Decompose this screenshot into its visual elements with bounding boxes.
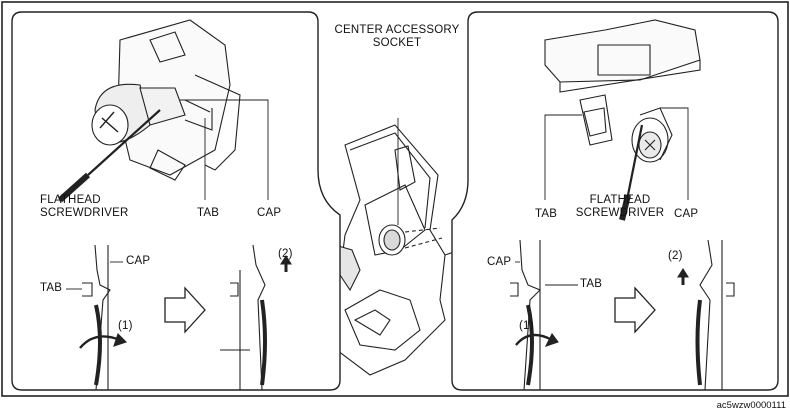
right-detail-cap-label: CAP	[487, 256, 512, 268]
right-flathead-line1: FLATHEAD	[589, 194, 651, 206]
left-socket-illustration	[58, 19, 241, 203]
center-socket-label-line1: CENTER ACCESSORY	[334, 24, 460, 36]
right-socket-illustration	[544, 19, 701, 221]
left-leader-lines	[180, 99, 269, 200]
right-cap-label: CAP	[674, 208, 699, 220]
right-flathead-line2: SCREWDRIVER	[575, 207, 665, 219]
right-flathead-label: FLATHEAD SCREWDRIVER	[575, 194, 665, 220]
center-socket-illustration	[299, 118, 461, 376]
right-panel-frame	[451, 11, 779, 391]
right-leader-lines	[544, 107, 689, 200]
left-flathead-label: FLATHEAD SCREWDRIVER	[40, 194, 128, 220]
left-detail-cap-label: CAP	[126, 255, 151, 267]
right-detail-after	[677, 239, 735, 391]
center-socket-label: CENTER ACCESSORY SOCKET	[322, 24, 472, 50]
left-arrow-right	[164, 286, 206, 334]
left-panel-frame	[11, 11, 341, 391]
right-step2-label: (2)	[668, 250, 683, 262]
outer-frame	[1, 1, 789, 397]
left-flathead-line2: SCREWDRIVER	[40, 207, 129, 219]
left-detail-tab-label: TAB	[40, 282, 63, 294]
figure-code: ac5wzw0000111	[716, 400, 786, 411]
left-flathead-line1: FLATHEAD	[40, 194, 101, 206]
left-step1-label: (1)	[118, 320, 133, 332]
left-step2-label: (2)	[278, 248, 293, 260]
right-detail-before	[510, 239, 559, 391]
left-tab-label: TAB	[197, 207, 220, 219]
center-socket-label-line2: SOCKET	[372, 37, 422, 49]
left-detail-before	[79, 244, 128, 391]
right-arrow-right	[614, 286, 656, 334]
right-step1-label: (1)	[519, 320, 534, 332]
right-detail-tab-label: TAB	[580, 278, 603, 290]
left-cap-label: CAP	[257, 207, 282, 219]
right-tab-label: TAB	[535, 208, 558, 220]
left-detail-after	[220, 244, 292, 391]
